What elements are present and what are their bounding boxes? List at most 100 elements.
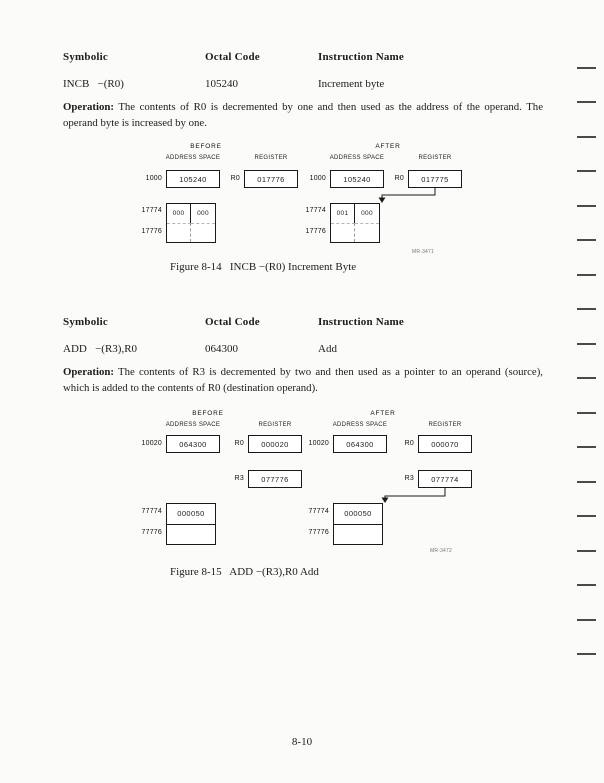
memory-value-box: 105240 [330,170,384,188]
register-label: REGISTER [254,155,288,161]
section2-operation: Operation: The contents of R3 is decreme… [63,365,543,396]
margin-mark [577,343,596,345]
section2-header-octal: Octal Code [205,316,260,328]
section2-name: Add [318,343,337,355]
margin-mark [577,653,596,655]
register-label: REGISTER [258,422,292,428]
byte-low: 000 [361,210,373,217]
register-name: R0 [394,175,404,182]
byte-cell-empty [191,223,215,242]
memory-address: 10020 [308,440,329,447]
memory-word-value: 000050 [334,504,382,525]
section2-operation-label: Operation: [63,366,114,378]
byte-low: 000 [197,210,209,217]
register-value-box: 000070 [418,435,472,453]
figure-mr-code: MR-3472 [430,548,452,554]
margin-mark [577,515,596,517]
register-label: REGISTER [428,422,462,428]
section1-header-symbolic: Symbolic [63,51,108,63]
memory-value: 105240 [343,174,371,184]
memory-address: 1000 [309,175,326,182]
memory-address: 17774 [305,207,326,214]
register-name: R0 [234,440,244,447]
memory-address: 77776 [141,529,162,536]
register-name: R3 [234,475,244,482]
memory-word-box: 000050 [333,503,383,545]
address-space-label: ADDRESS SPACE [332,422,388,428]
byte-high: 000 [167,204,191,223]
memory-address: 77776 [308,529,329,536]
register-value-box: 000020 [248,435,302,453]
byte-cell-empty [355,223,379,242]
margin-mark [577,136,596,138]
register-value-box: 077774 [418,470,472,488]
section2-header-name: Instruction Name [318,316,405,328]
margin-mark [577,308,596,310]
section1-operation: Operation: The contents of R0 is decreme… [63,100,543,131]
register-name: R0 [230,175,240,182]
margin-mark [577,67,596,69]
margin-mark [577,550,596,552]
memory-value: 105240 [179,174,207,184]
margin-mark [577,584,596,586]
section1-header-octal: Octal Code [205,51,260,63]
register-value: 077774 [431,474,459,484]
memory-word-value: 000050 [167,504,215,525]
section1-name: Increment byte [318,78,385,90]
margin-mark [577,446,596,448]
address-space-label: ADDRESS SPACE [165,422,221,428]
memory-address: 17776 [305,228,326,235]
memory-value-box: 064300 [333,435,387,453]
margin-mark [577,101,596,103]
memory-address: 77774 [141,508,162,515]
memory-address: 77774 [308,508,329,515]
before-label: BEFORE [192,410,224,417]
register-value: 000070 [431,439,459,449]
section1-operation-label: Operation: [63,101,114,113]
margin-mark [577,481,596,483]
register-value-box: 017776 [244,170,298,188]
register-value: 000020 [261,439,289,449]
register-name: R0 [404,440,414,447]
margin-mark [577,412,596,414]
section2-operation-text: The contents of R3 is decremented by two… [63,366,543,394]
section1-symbolic: INCB −(R0) [63,78,124,90]
margin-mark [577,274,596,276]
memory-value: 064300 [346,439,374,449]
memory-address: 1000 [145,175,162,182]
memory-value-box: 105240 [166,170,220,188]
address-space-label: ADDRESS SPACE [329,155,385,161]
after-label: AFTER [370,410,396,417]
register-label: REGISTER [418,155,452,161]
address-space-label: ADDRESS SPACE [165,155,221,161]
figure-8-14-caption: Figure 8-14 INCB −(R0) Increment Byte [170,261,357,273]
section1-operation-text: The contents of R0 is decremented by one… [63,101,543,129]
register-value-box: 017775 [408,170,462,188]
memory-address: 17776 [141,228,162,235]
register-value: 077776 [261,474,289,484]
pointer-arrow [381,488,446,503]
memory-value: 064300 [179,439,207,449]
section1-octal: 105240 [205,78,238,90]
figure-8-15-caption: Figure 8-15 ADD −(R3),R0 Add [170,566,319,578]
before-label: BEFORE [190,143,222,150]
memory-value-box: 064300 [166,435,220,453]
page-number: 8-10 [291,736,313,748]
margin-mark [577,619,596,621]
margin-mark [577,239,596,241]
section2-symbolic: ADD −(R3),R0 [63,343,138,355]
memory-word-box: 000050 [166,503,216,545]
memory-word-box: 001 000 [330,203,380,243]
register-value-box: 077776 [248,470,302,488]
figure-8-15-diagram: BEFORE ADDRESS SPACE REGISTER 10020 0643… [128,408,488,560]
margin-mark [577,205,596,207]
pointer-arrow [378,188,436,203]
register-value: 017776 [257,174,285,184]
figure-mr-code: MR-3471 [412,249,434,255]
margin-mark [577,170,596,172]
memory-word-box: 000 000 [166,203,216,243]
byte-cell-empty [167,223,191,242]
byte-high: 001 [331,204,355,223]
after-label: AFTER [375,143,401,150]
